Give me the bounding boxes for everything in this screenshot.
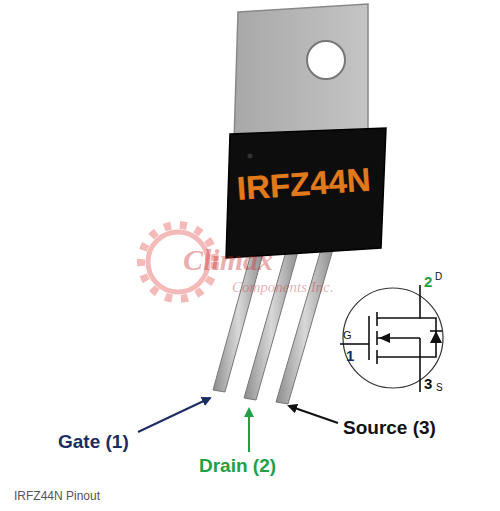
pin-number: 3 — [424, 376, 432, 391]
pin-name: G — [343, 330, 352, 341]
pin-label: Gate (1) — [58, 432, 129, 451]
part-number: IRFZ44N — [236, 163, 372, 205]
pin-number: 2 — [424, 274, 432, 289]
pin1-dot — [248, 154, 253, 159]
body-diode — [430, 331, 442, 343]
source-pointer — [289, 406, 338, 423]
drain-pointer — [248, 409, 250, 452]
pin-name: D — [435, 272, 442, 282]
mounting-hole — [307, 41, 345, 79]
gate-pointer — [138, 398, 210, 432]
heatsink-tab — [234, 4, 368, 142]
watermark-text: Components Inc. — [232, 280, 334, 295]
pin-label: Source (3) — [343, 418, 436, 437]
mosfet-arrow — [379, 333, 390, 343]
mosfet-symbol — [340, 285, 443, 392]
transistor-body — [226, 128, 386, 258]
pin-label: Drain (2) — [199, 456, 276, 475]
pin-name: S — [436, 383, 443, 393]
watermark-logo: Climax — [183, 245, 273, 275]
pin-number: 1 — [346, 348, 354, 363]
caption: IRFZ44N Pinout — [14, 490, 100, 502]
